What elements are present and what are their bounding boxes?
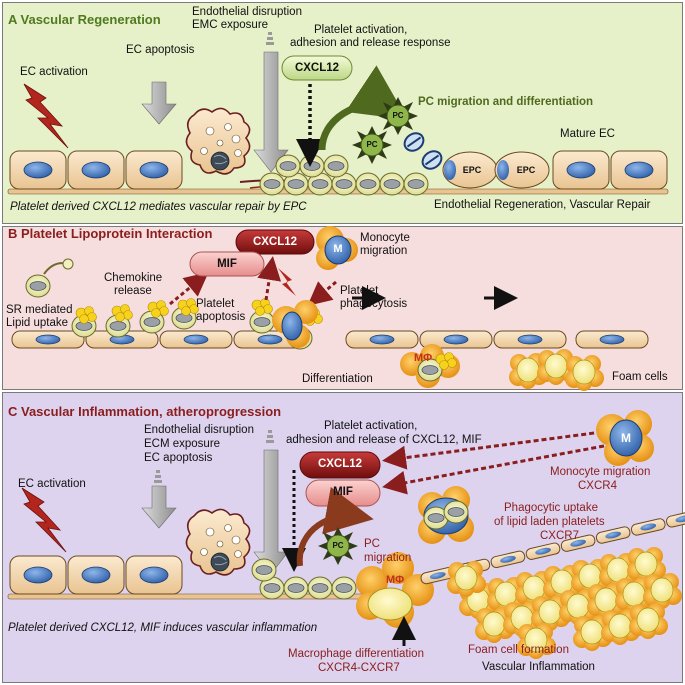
pc-label-1: PC — [366, 140, 378, 149]
pc-label-c: PC — [332, 541, 344, 550]
panel-b-artwork — [11, 226, 649, 392]
mif-badge-c: MIF — [333, 486, 353, 498]
platelet-phago-label-2: phagocytosis — [340, 298, 408, 310]
ecm-exposure-label: ECM exposure — [144, 438, 221, 450]
pc-migration-label-c-1: PC — [364, 538, 380, 550]
pc-migration-label-c-2: migration — [364, 552, 412, 564]
panel-c-artwork — [7, 410, 685, 660]
mif-badge-b: MIF — [217, 258, 237, 270]
cxcr4-cxcr7-label: CXCR4-CXCR7 — [318, 662, 400, 674]
ec-apoptosis-label-c: EC apoptosis — [144, 452, 213, 464]
vascular-inflammation-label: Vascular Inflammation — [482, 661, 595, 673]
epc-label-2: EPC — [516, 165, 536, 175]
epc-label-1: EPC — [462, 165, 482, 175]
monocyte-m-label-b: M — [333, 243, 343, 255]
cxcl12-badge-b: CXCL12 — [252, 236, 298, 248]
cxcr7-label: CXCR7 — [540, 530, 579, 542]
sr-mediated-label: SR mediated — [6, 304, 73, 316]
monocyte-m-label-c: M — [621, 431, 631, 445]
panel-a-artwork — [7, 32, 669, 196]
emc-exposure-label: EMC exposure — [192, 19, 269, 31]
phagocytic-uptake-label: Phagocytic uptake — [504, 502, 598, 514]
platelet-phago-label-1: Platelet — [340, 285, 379, 297]
mature-ec-label: Mature EC — [560, 128, 615, 140]
endothelial-regeneration-label: Endothelial Regeneration, Vascular Repai… — [434, 199, 651, 211]
monocyte-label: Monocyte — [360, 232, 410, 244]
cxcr4-label: CXCR4 — [578, 480, 617, 492]
adhesion-release-label: adhesion and release response — [290, 37, 451, 49]
platelet-apoptosis-label-1: Platelet — [196, 298, 235, 310]
macrophage-label-c: MΦ — [386, 574, 405, 586]
cxcl12-badge-c: CXCL12 — [317, 458, 363, 470]
pc-label-2: PC — [392, 111, 404, 120]
foam-cells-label: Foam cells — [612, 371, 668, 383]
chemokine-label: Chemokine — [104, 272, 163, 284]
endothelial-disruption-label: Endothelial disruption — [192, 6, 302, 18]
macrophage-label-b: MΦ — [414, 352, 433, 364]
macrophage-differentiation-label: Macrophage differentiation — [288, 648, 424, 660]
panel-c-title: C Vascular Inflammation, atheroprogressi… — [8, 404, 282, 419]
pc-migration-label: PC migration and differentiation — [418, 96, 594, 108]
lipid-uptake-label: Lipid uptake — [6, 317, 69, 329]
ec-apoptosis-label: EC apoptosis — [126, 44, 195, 56]
differentiation-label: Differentiation — [302, 373, 373, 385]
panel-a-title: A Vascular Regeneration — [8, 12, 161, 27]
platelet-activation-label-c: Platelet activation, — [324, 420, 418, 432]
foam-cell-formation-label: Foam cell formation — [468, 644, 569, 656]
monocyte-migration-label-c: Monocyte migration — [550, 466, 651, 478]
ec-activation-label: EC activation — [20, 66, 88, 78]
panel-c-caption: Platelet derived CXCL12, MIF induces vas… — [8, 622, 318, 634]
panel-b-title: B Platelet Lipoprotein Interaction — [8, 226, 213, 241]
release-label: release — [114, 285, 152, 297]
cxcl12-badge-a: CXCL12 — [294, 62, 340, 74]
endothelial-disruption-label-c: Endothelial disruption — [144, 424, 254, 436]
adhesion-release-cxcl12-mif-label: adhesion and release of CXCL12, MIF — [286, 434, 482, 446]
ec-activation-label-c: EC activation — [18, 478, 86, 490]
lipid-laden-platelets-label: of lipid laden platelets — [494, 516, 605, 528]
platelet-activation-label: Platelet activation, — [314, 24, 408, 36]
migration-label: migration — [360, 245, 408, 257]
platelet-apoptosis-label-2: apoptosis — [196, 311, 246, 323]
panel-a-caption: Platelet derived CXCL12 mediates vascula… — [10, 201, 307, 213]
